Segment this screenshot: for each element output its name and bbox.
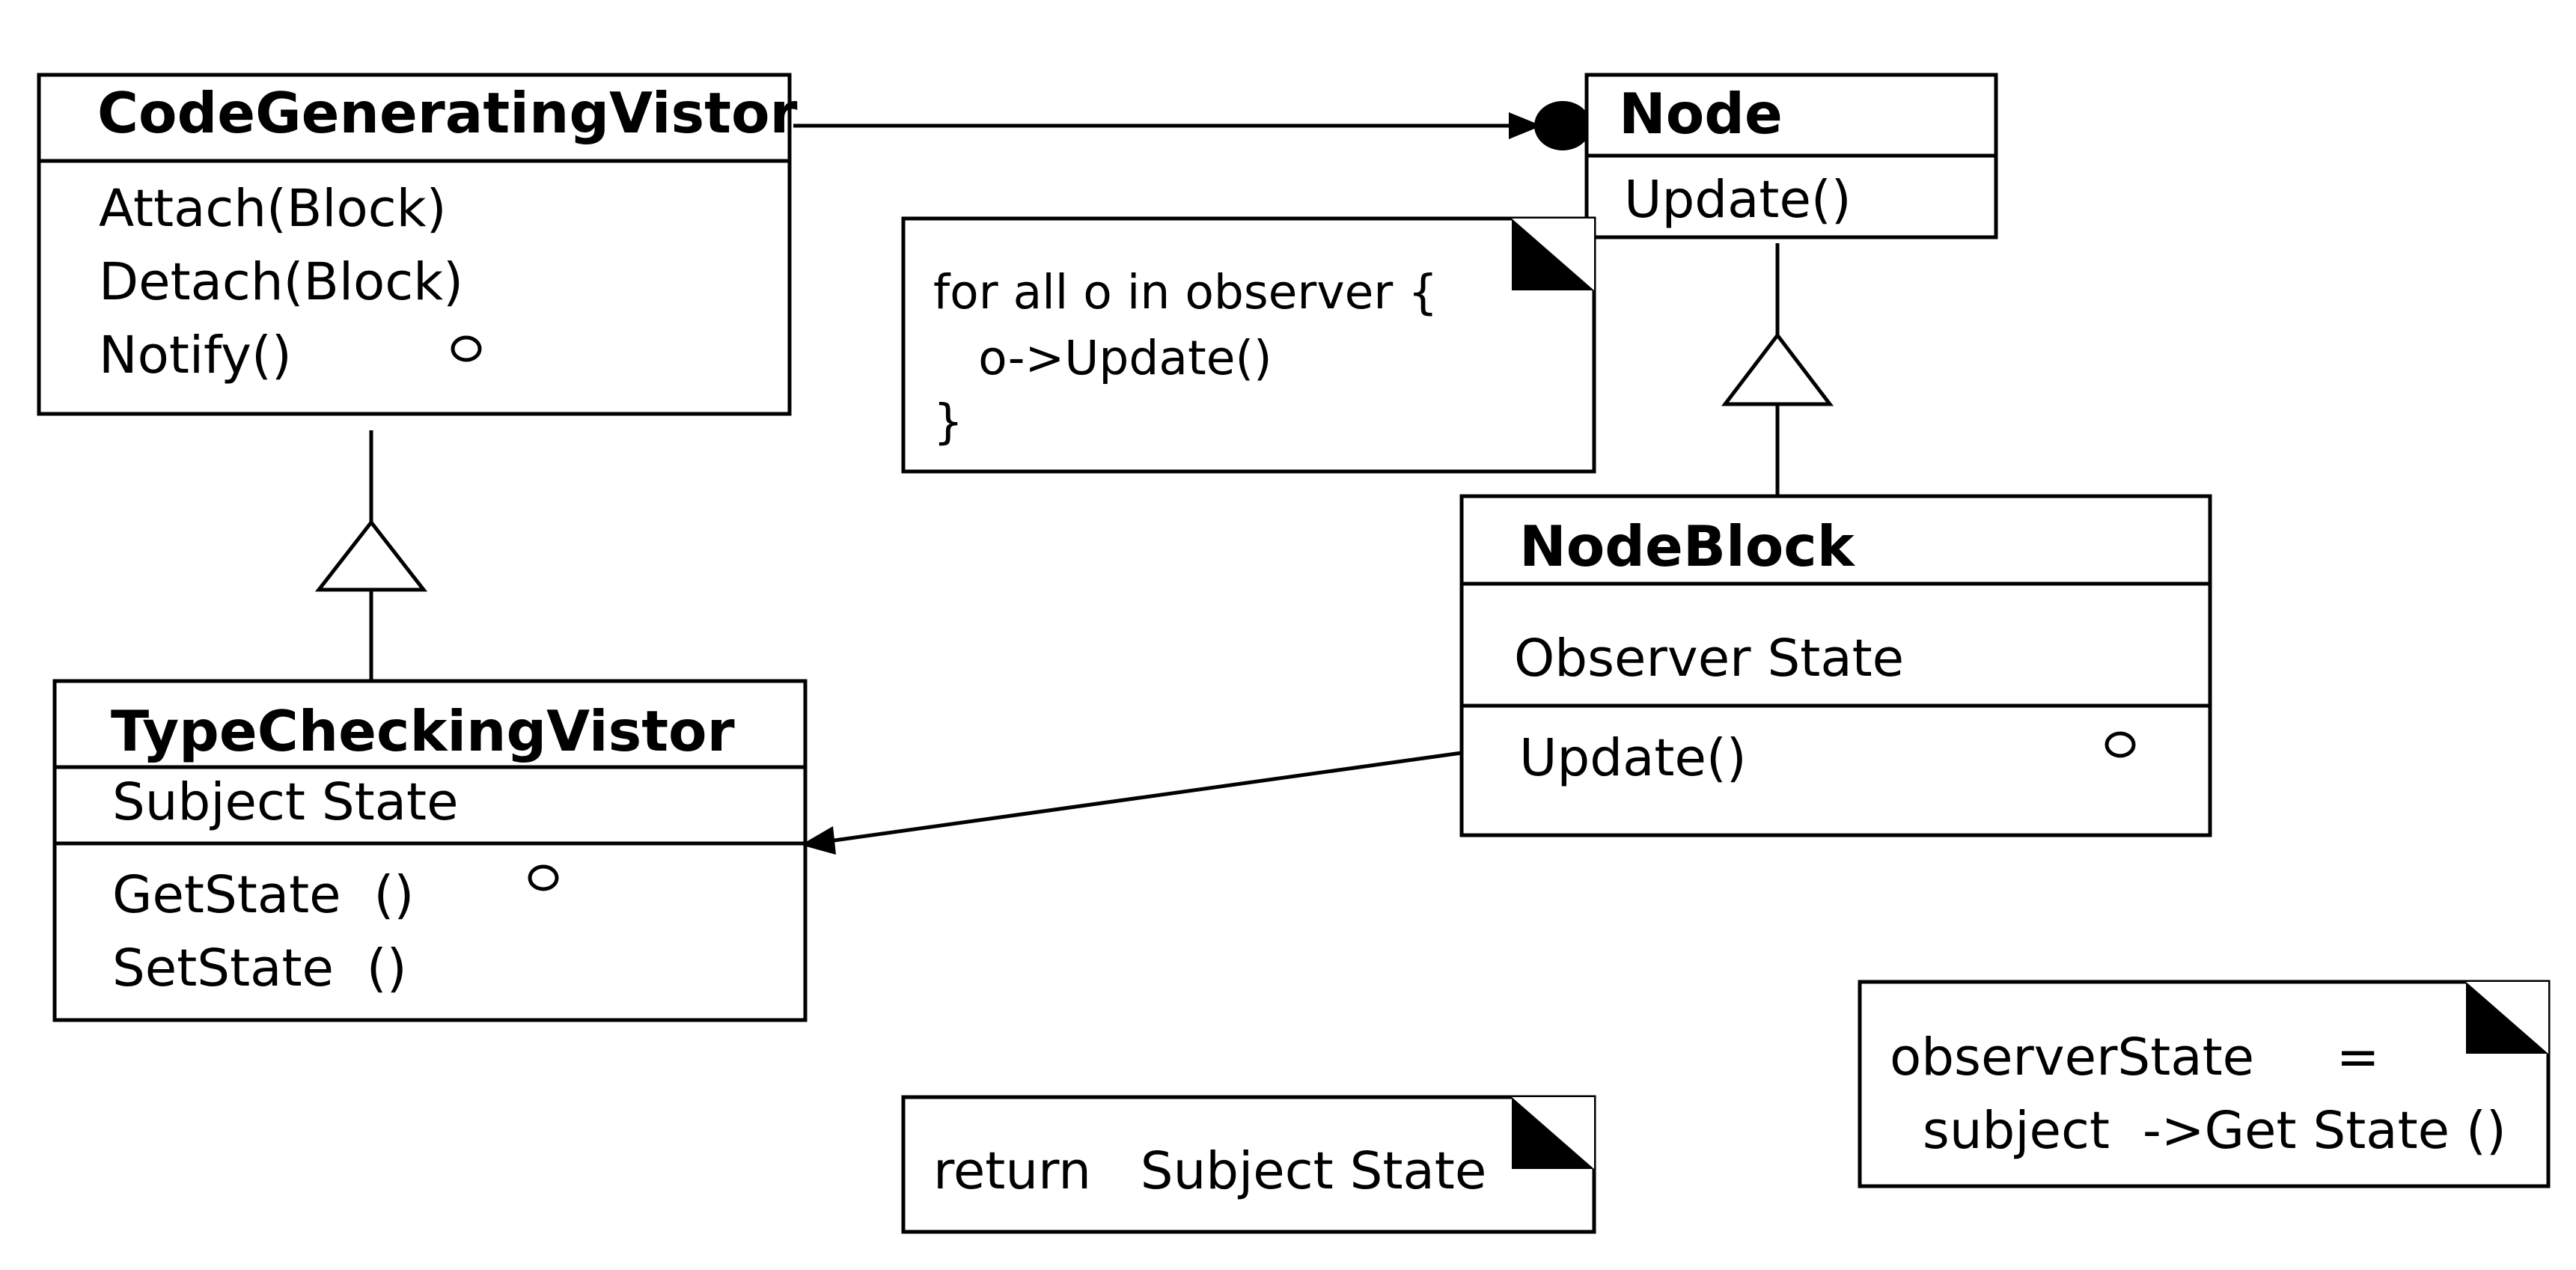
generalization-triangle-right: [1721, 332, 1834, 406]
note-notify: for all o in observer { o->Update() }: [901, 216, 1596, 474]
class-type-checking-visitor: TypeCheckingVistor Subject State GetStat…: [52, 679, 808, 1022]
note-line: for all o in observer {: [933, 265, 1438, 320]
generalization-triangle-left: [314, 519, 428, 592]
operation-notify: Notify(): [99, 326, 292, 385]
attribute-subject-state: Subject State: [112, 772, 459, 832]
class-node-block: NodeBlock Observer State Update(): [1459, 494, 2212, 837]
note-line: observerState =: [1890, 1028, 2380, 1087]
class-title: Node: [1619, 81, 1783, 147]
operation-update: Update(): [1624, 170, 1852, 230]
note-anchor-circle: [451, 335, 482, 362]
operation-update: Update(): [1519, 728, 1747, 788]
operation-detach: Detach(Block): [99, 252, 463, 312]
association-line-to-subject: [822, 751, 1462, 844]
note-line: }: [933, 394, 963, 449]
note-getstate: return Subject State: [901, 1095, 1596, 1234]
operation-getstate: GetState (): [112, 865, 414, 925]
association-arrowhead-subject: [801, 826, 836, 855]
class-title: NodeBlock: [1519, 513, 1856, 579]
note-line: return Subject State: [933, 1141, 1486, 1201]
note-line: subject ->Get State (): [1890, 1101, 2506, 1161]
class-node: Node Update(): [1584, 73, 1998, 239]
association-dot-marker: [1534, 101, 1591, 150]
operation-attach: Attach(Block): [99, 179, 447, 239]
class-title: TypeCheckingVistor: [111, 698, 735, 764]
attribute-observer-state: Observer State: [1514, 629, 1904, 689]
note-anchor-circle: [528, 864, 559, 891]
operation-setstate: SetState (): [112, 938, 407, 998]
note-update: observerState = subject ->Get State (): [1858, 980, 2551, 1188]
class-title: CodeGeneratingVistor: [97, 80, 798, 146]
note-anchor-circle: [2105, 731, 2136, 758]
association-arrowhead: [1509, 112, 1542, 139]
class-code-generating-visitor: CodeGeneratingVistor Attach(Block) Detac…: [37, 73, 798, 416]
note-line: o->Update(): [933, 331, 1272, 385]
